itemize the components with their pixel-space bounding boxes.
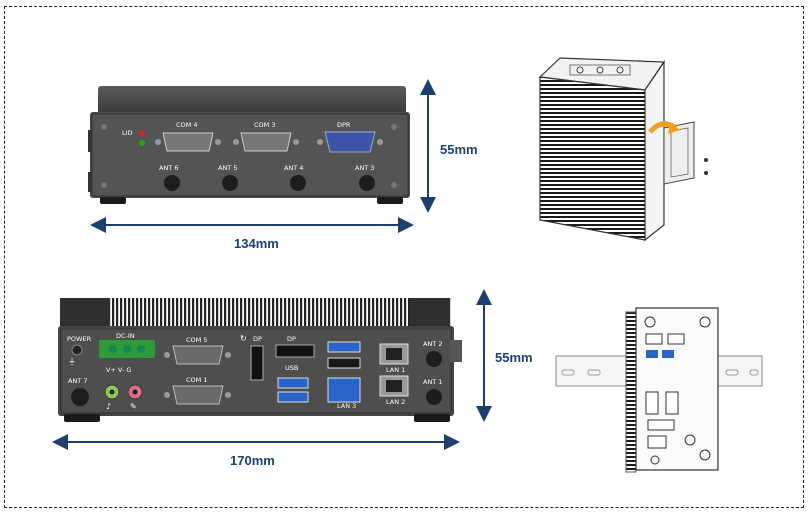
isometric-view: [538, 57, 708, 242]
microphone-icon: ✎: [130, 402, 137, 411]
dashed-frame: [4, 6, 804, 508]
svg-text:ANT 4: ANT 4: [284, 164, 303, 172]
led-label: LID: [122, 129, 133, 137]
led-green-icon: [139, 140, 145, 146]
din-rail-view: [555, 307, 763, 473]
power-button-icon: [71, 344, 83, 356]
dp-horizontal-port: [275, 344, 315, 358]
svg-text:ANT 5: ANT 5: [218, 164, 237, 172]
ant2-label: ANT 2: [423, 340, 442, 348]
lan3-port: [327, 377, 361, 403]
lan1-label: LAN 1: [386, 366, 405, 374]
top-width-label: 134mm: [234, 236, 279, 251]
svg-text:↻: ↻: [240, 334, 247, 343]
usb-label: USB: [285, 364, 298, 372]
svg-text:COM 3: COM 3: [254, 121, 275, 129]
svg-text:ANT 3: ANT 3: [355, 164, 374, 172]
lan3-label: LAN 3: [337, 402, 356, 410]
com5-label: COM 5: [186, 336, 207, 344]
top-height-label: 55mm: [440, 142, 478, 157]
speaker-icon: ♪: [106, 402, 111, 411]
svg-text:ANT 6: ANT 6: [159, 164, 178, 172]
svg-text:DPR: DPR: [337, 121, 351, 129]
top-antennas: ANT 6 ANT 5 ANT 4 ANT 3: [159, 164, 375, 191]
dp1-label: DP: [253, 335, 262, 343]
dp-vertical-port: [250, 345, 264, 381]
bottom-width-label: 170mm: [230, 453, 275, 468]
com1-label: COM 1: [186, 376, 207, 384]
com3-port: COM 3: [233, 121, 299, 152]
lan2-label: LAN 2: [386, 398, 405, 406]
bottom-height-label: 55mm: [495, 350, 533, 365]
power-label: POWER: [67, 335, 92, 343]
ground-icon: ⏚: [68, 357, 76, 366]
dcin-pins-label: V+ V- G: [106, 366, 131, 374]
dpr-vga-port: DPR: [317, 121, 383, 153]
bottom-front-panel: POWER ⏚ DC-IN V+ V- G ANT 7 ♪ ✎ COM 5 CO…: [58, 298, 462, 422]
led-red-icon: [139, 130, 145, 136]
dp2-label: DP: [287, 335, 296, 343]
com4-port: COM 4: [155, 121, 221, 152]
dcin-label: DC-IN: [116, 332, 135, 340]
svg-text:COM 4: COM 4: [176, 121, 197, 129]
ant1-label: ANT 1: [423, 378, 442, 386]
ant7-label: ANT 7: [68, 377, 87, 385]
top-front-panel: LID COM 4 COM 3 DPR ANT 6 ANT 5 ANT 4 AN…: [88, 86, 410, 204]
